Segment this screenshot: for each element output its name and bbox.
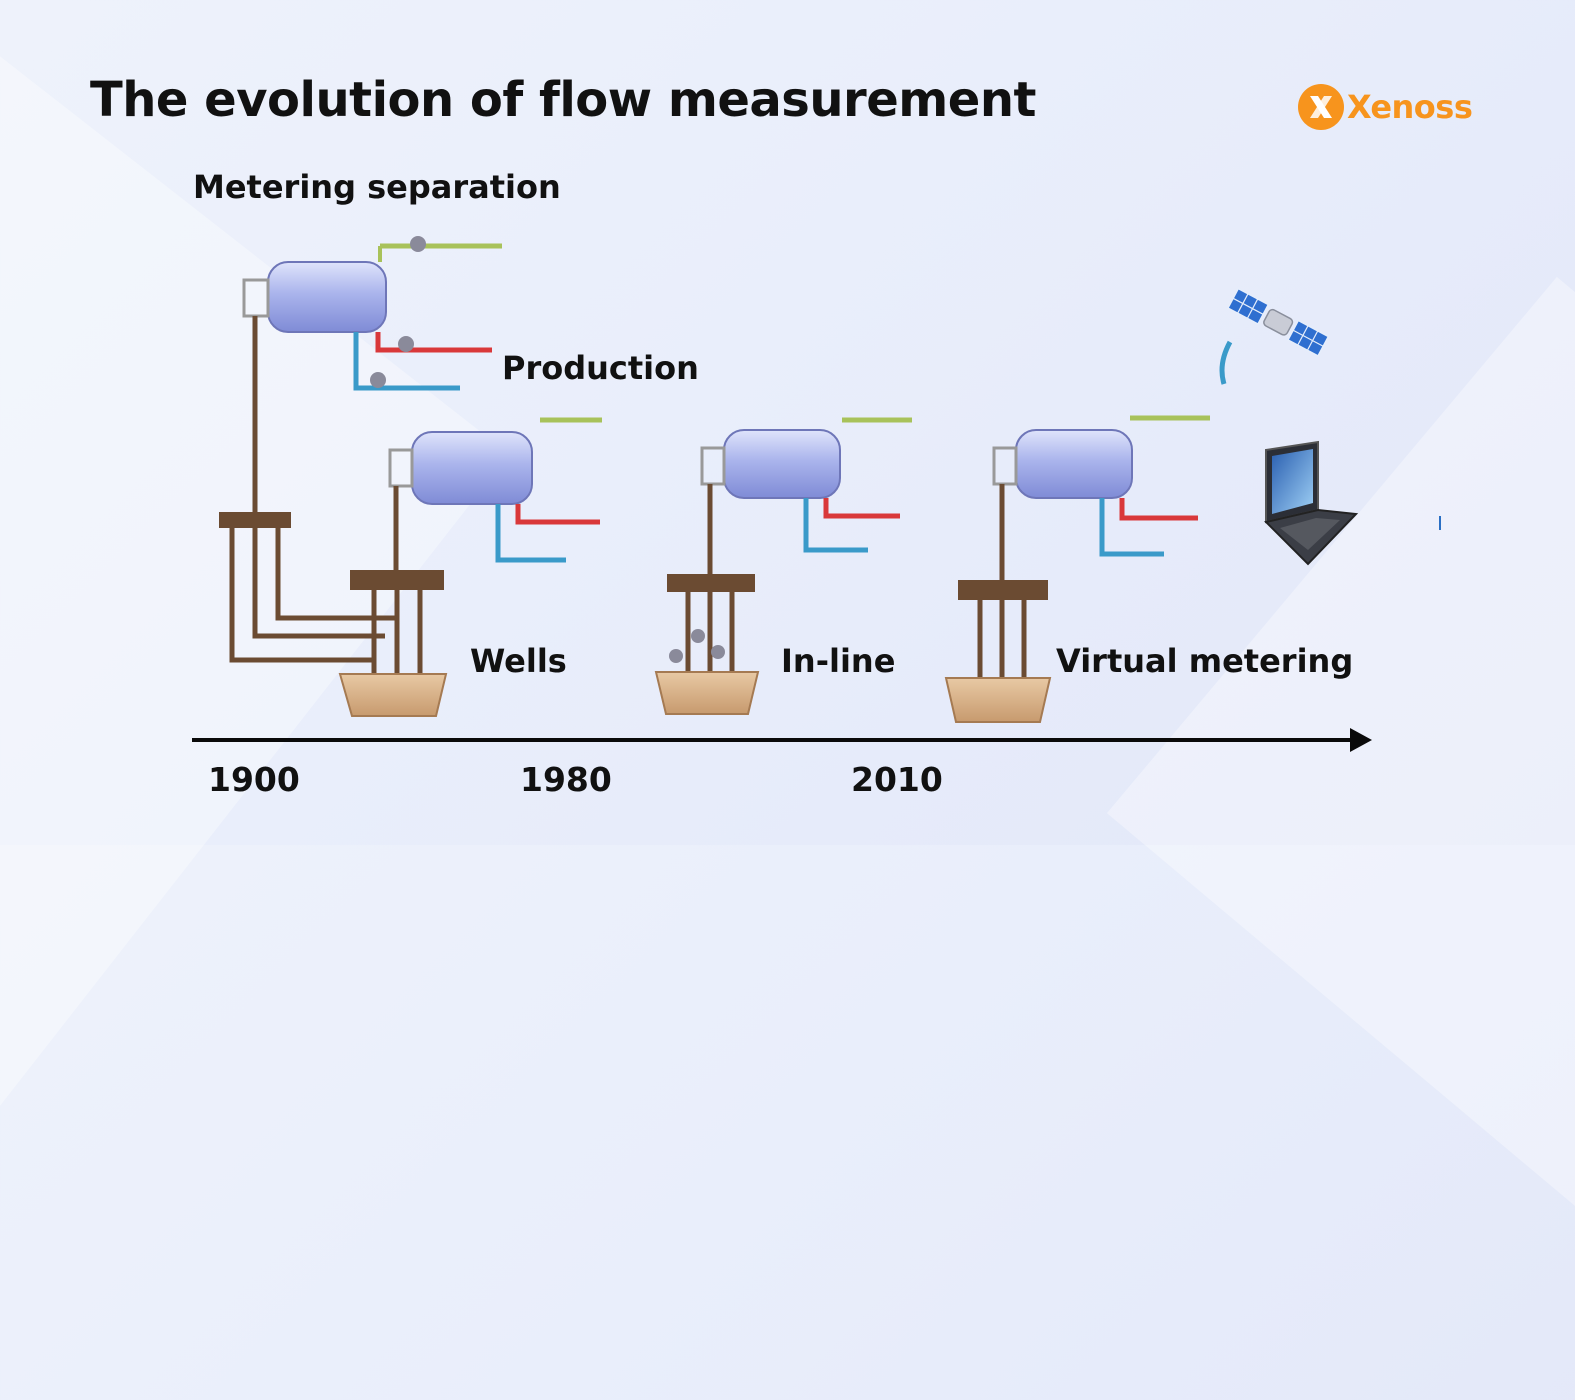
production-unit <box>338 417 602 717</box>
virtual-metering-unit <box>944 415 1210 723</box>
stage-metering-separation: Metering separation <box>193 168 561 206</box>
timeline-arrowhead <box>1350 728 1372 752</box>
timeline-axis <box>192 728 1372 752</box>
stage-in-line: In-line <box>781 642 896 680</box>
satellite-icon <box>1219 287 1330 385</box>
metering-separation-unit <box>219 236 502 663</box>
text-cursor-mark <box>1439 516 1441 530</box>
timeline-year: 2010 <box>851 760 943 799</box>
xenoss-logo: Xenoss <box>1298 84 1473 130</box>
stage-wells: Wells <box>470 642 567 680</box>
in-line-unit <box>654 417 912 715</box>
laptop-icon <box>1264 440 1359 566</box>
stage-production: Production <box>502 349 699 387</box>
timeline-year: 1900 <box>208 760 300 799</box>
xenoss-logo-mark <box>1298 84 1344 130</box>
flow-measurement-diagram <box>192 236 1372 752</box>
timeline-year: 1980 <box>520 760 612 799</box>
stage-virtual-metering: Virtual metering <box>1056 642 1354 680</box>
xenoss-logo-text: Xenoss <box>1347 88 1473 126</box>
page-title: The evolution of flow measurement <box>90 72 1036 128</box>
